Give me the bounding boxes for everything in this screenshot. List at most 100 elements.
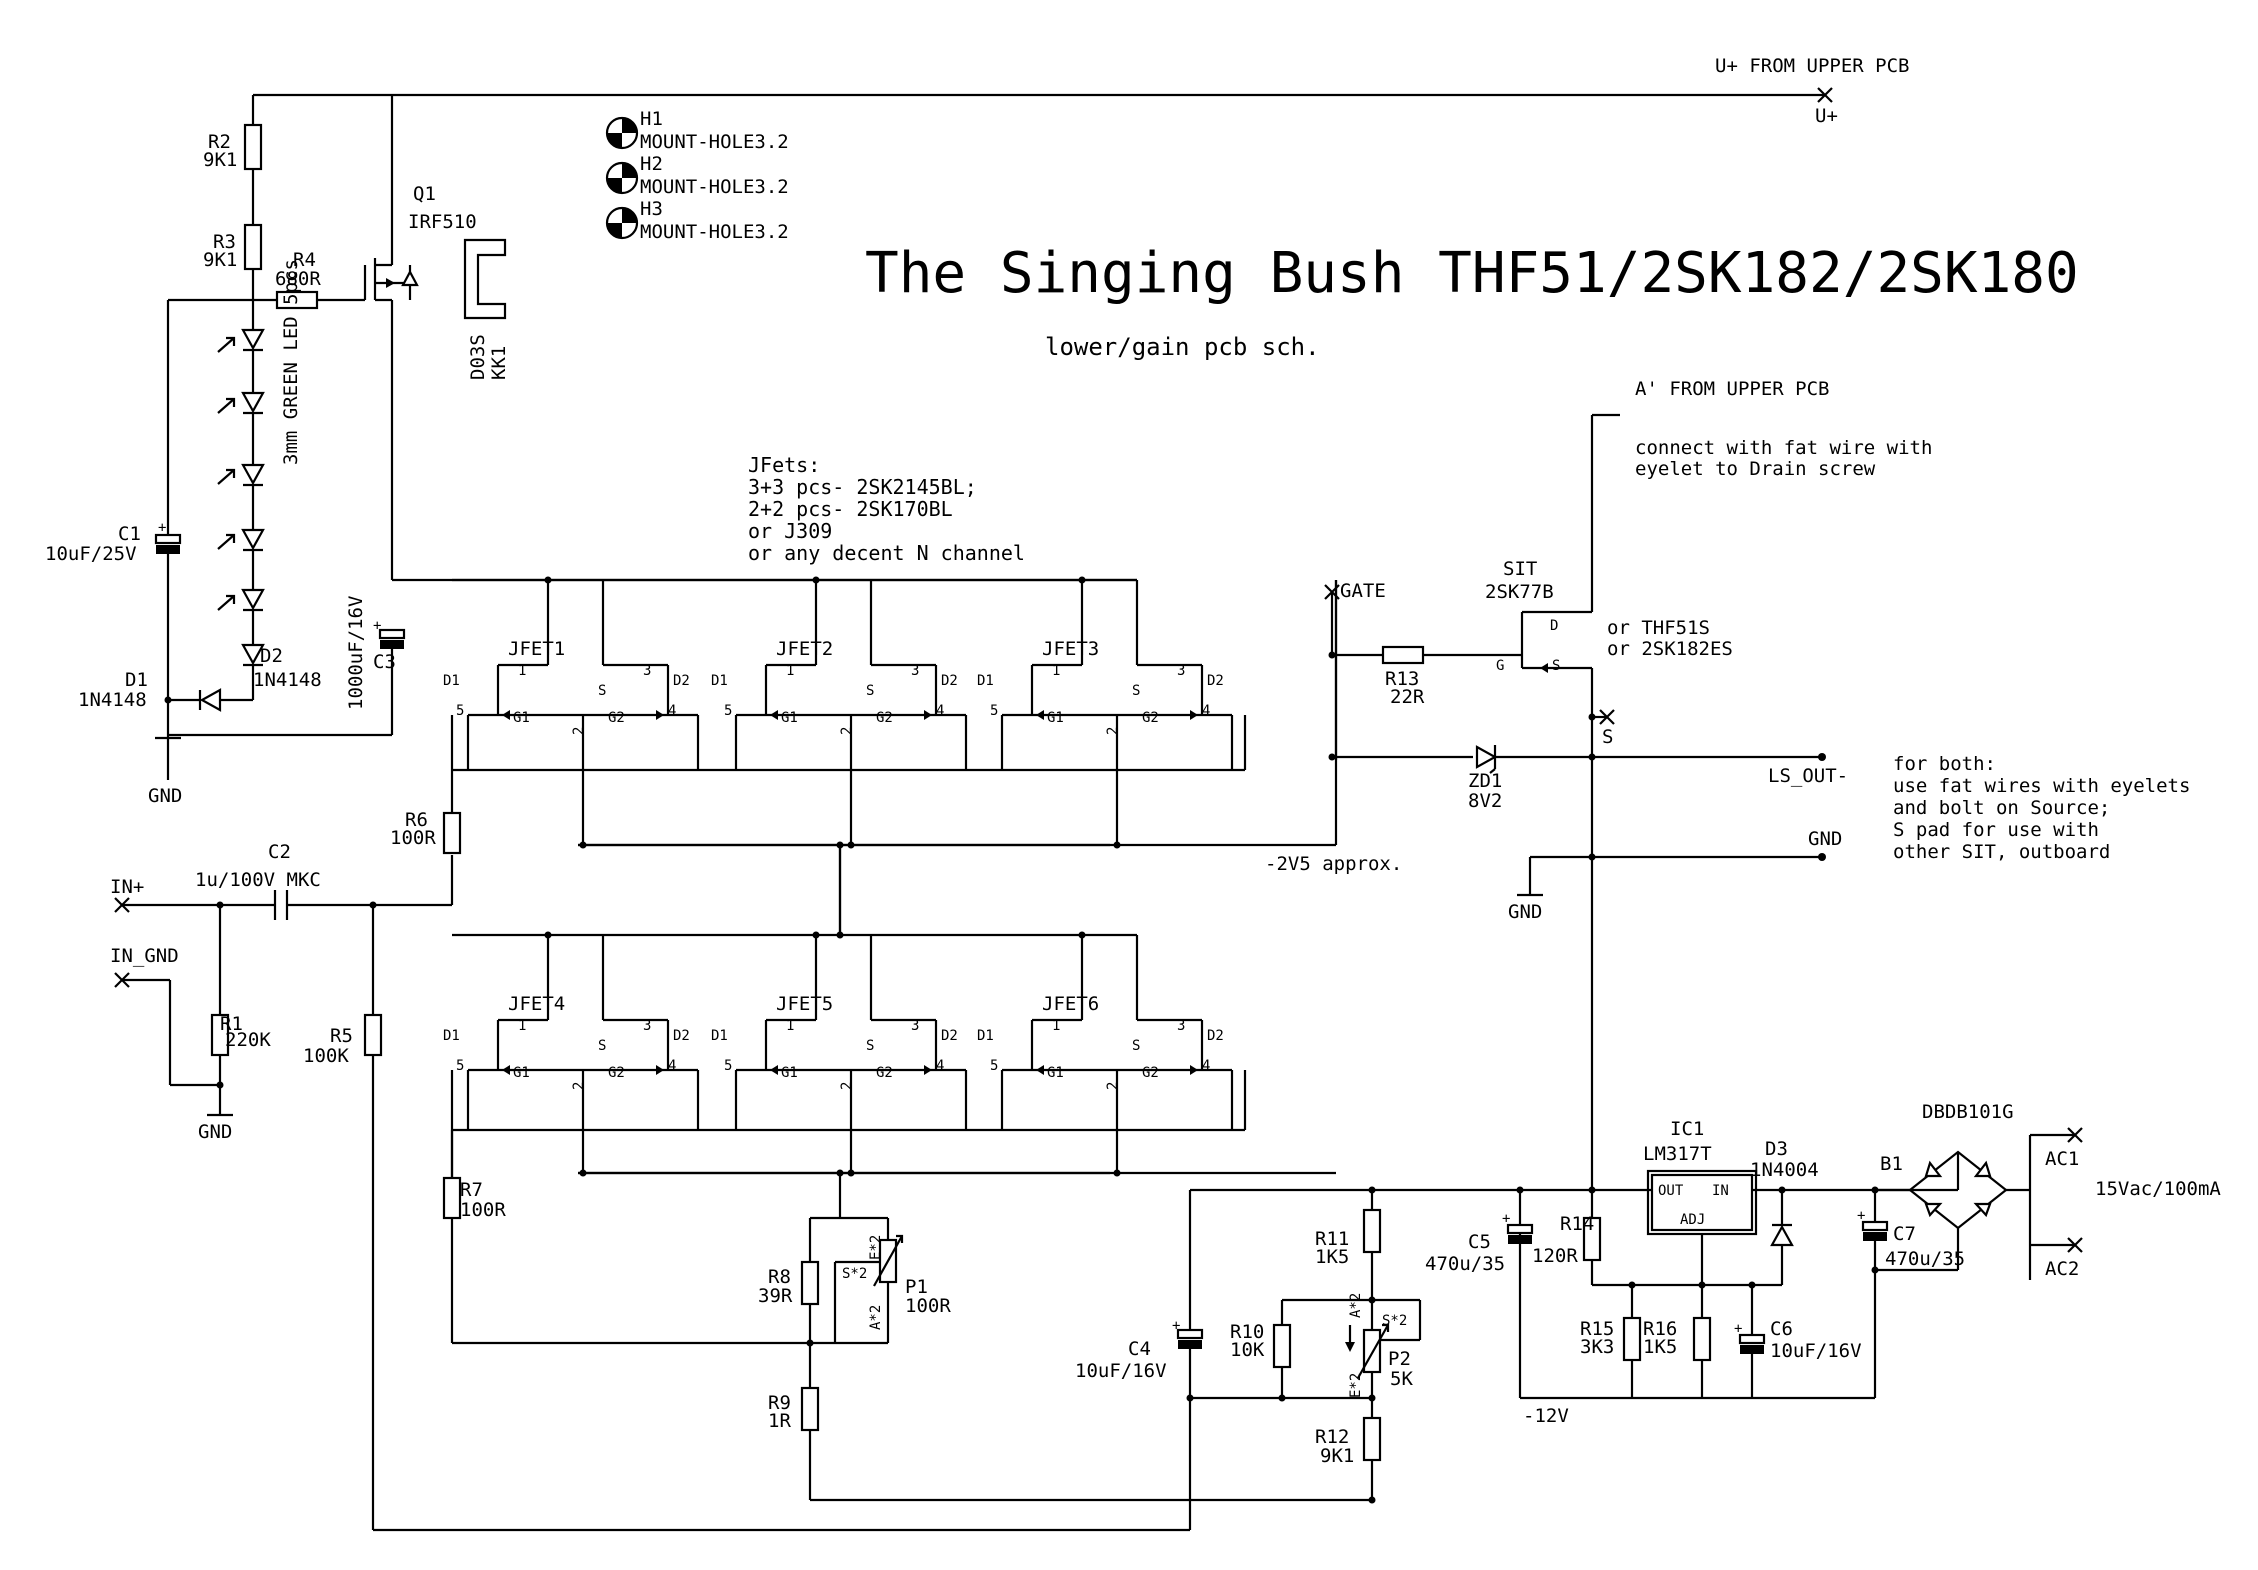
input-stage: IN+ C2 1u/100V MKC IN_GND R1 220K GND R5…: [110, 770, 1190, 1532]
r15-value: 3K3: [1580, 1336, 1614, 1358]
jfet-notes: JFets: 3+3 pcs- 2SK2145BL; 2+2 pcs- 2SK1…: [748, 453, 1025, 565]
zd1-ref: ZD1: [1468, 770, 1502, 792]
ac1-label: AC1: [2045, 1148, 2079, 1170]
c5-value: 470u/35: [1425, 1253, 1505, 1275]
svg-text:S*2: S*2: [1382, 1313, 1407, 1329]
svg-text:A*2: A*2: [868, 1305, 884, 1330]
svg-text:H2: H2: [640, 153, 663, 175]
u-plus-rail: U+ FROM UPPER PCB U+: [253, 55, 1909, 127]
r6-value: 100R: [390, 827, 436, 849]
mount-hole-h2: H2 MOUNT-HOLE3.2: [605, 153, 789, 198]
svg-text:5: 5: [456, 1058, 464, 1074]
svg-text:5: 5: [724, 703, 732, 719]
svg-text:1: 1: [1052, 1018, 1060, 1034]
svg-text:JFets:: JFets:: [748, 453, 820, 477]
kk1-ref: KK1: [488, 346, 510, 380]
b1-value: DBDB101G: [1922, 1101, 2014, 1123]
svg-text:G2: G2: [608, 1065, 625, 1081]
svg-text:S: S: [1132, 1038, 1140, 1054]
r12-value: 9K1: [1320, 1445, 1354, 1467]
r9-value: 1R: [768, 1410, 791, 1432]
r8-ref: R8: [768, 1266, 791, 1288]
svg-text:MOUNT-HOLE3.2: MOUNT-HOLE3.2: [640, 131, 789, 153]
svg-text:G: G: [1496, 658, 1504, 674]
sit-alt-1: or THF51S: [1607, 617, 1710, 639]
r10-value: 10K: [1230, 1339, 1265, 1361]
svg-text:2: 2: [1105, 727, 1121, 735]
p1-value: 100R: [905, 1295, 951, 1317]
p2-ref: P2: [1388, 1348, 1411, 1370]
svg-text:1: 1: [786, 663, 794, 679]
svg-text:G1: G1: [1047, 710, 1064, 726]
r16-ref: R16: [1643, 1318, 1677, 1340]
svg-text:E*2: E*2: [868, 1235, 884, 1260]
d2-value: 1N4148: [253, 669, 322, 691]
svg-text:or J309: or J309: [748, 519, 832, 543]
gnd-label-2: GND: [198, 1121, 232, 1143]
svg-text:D2: D2: [941, 673, 958, 689]
mount-holes: H1 MOUNT-HOLE3.2 H2 MOUNT-HOLE3.2 H3 MOU…: [605, 108, 789, 243]
svg-text:E*2: E*2: [1348, 1373, 1364, 1398]
svg-text:3: 3: [1177, 1018, 1185, 1034]
d1-diode: [199, 688, 222, 712]
r2-value: 9K1: [203, 149, 237, 171]
svg-text:5: 5: [724, 1058, 732, 1074]
mount-hole-h3: H3 MOUNT-HOLE3.2: [605, 198, 789, 243]
r16-value: 1K5: [1643, 1336, 1677, 1358]
minus-12v-label: -12V: [1523, 1405, 1569, 1427]
svg-text:4: 4: [668, 703, 676, 719]
output-stage: GATE R13 22R D G S SIT 2SK77B or THF51S …: [1324, 378, 2190, 1190]
r11-ref: R11: [1315, 1228, 1349, 1250]
c3-value: 1000uF/16V: [345, 596, 367, 710]
svg-text:3: 3: [911, 1018, 919, 1034]
zd1-value: 8V2: [1468, 790, 1502, 812]
for-both-1: for both:: [1893, 753, 1996, 775]
r15-ref: R15: [1580, 1318, 1614, 1340]
svg-text:G1: G1: [513, 710, 530, 726]
r12-ref: R12: [1315, 1426, 1349, 1448]
r10-ref: R10: [1230, 1321, 1264, 1343]
ac2-label: AC2: [2045, 1258, 2079, 1280]
in-plus-label: IN+: [110, 876, 144, 898]
svg-text:G1: G1: [781, 710, 798, 726]
r2-ref: R2: [208, 131, 231, 153]
svg-text:G2: G2: [1142, 710, 1159, 726]
svg-text:4: 4: [936, 703, 944, 719]
b1-bridge: DBDB101G B1 AC1 AC2 15Vac/100mA: [1875, 1101, 2221, 1280]
svg-text:G2: G2: [876, 710, 893, 726]
b1-ref: B1: [1880, 1153, 1903, 1175]
zd1-diode: [1475, 745, 1498, 769]
svg-text:5: 5: [990, 703, 998, 719]
c4-ref: C4: [1128, 1338, 1151, 1360]
r1-ref: R1: [220, 1013, 243, 1035]
r11-value: 1K5: [1315, 1246, 1349, 1268]
r5-ref: R5: [330, 1025, 353, 1047]
svg-text:D: D: [1550, 618, 1558, 634]
svg-text:5: 5: [456, 703, 464, 719]
ic1-regulator: [1650, 1173, 1754, 1232]
svg-text:2: 2: [1105, 1082, 1121, 1090]
svg-text:D2: D2: [1207, 673, 1224, 689]
svg-text:4: 4: [936, 1058, 944, 1074]
svg-text:S: S: [866, 683, 874, 699]
svg-text:2: 2: [839, 1082, 855, 1090]
schematic-subtitle: lower/gain pcb sch.: [1045, 333, 1320, 361]
svg-text:1: 1: [518, 1018, 526, 1034]
jfet-ref: JFET1: [508, 638, 565, 660]
d2-ref: D2: [260, 645, 283, 667]
r1-value: 220K: [225, 1029, 271, 1051]
c5-ref: C5: [1468, 1231, 1491, 1253]
r3-value: 9K1: [203, 249, 237, 271]
c2-ref: C2: [268, 841, 291, 863]
bias-chain: R2 9K1 R3 9K1 R4 680R: [45, 95, 365, 807]
u-plus-from-label: U+ FROM UPPER PCB: [1715, 55, 1909, 77]
r9-ref: R9: [768, 1392, 791, 1414]
svg-text:2: 2: [571, 1082, 587, 1090]
svg-text:2: 2: [571, 727, 587, 735]
for-both-5: other SIT, outboard: [1893, 841, 2110, 863]
r7-value: 100R: [460, 1199, 506, 1221]
c7-value: 470u/35: [1885, 1248, 1965, 1270]
svg-text:+: +: [158, 520, 166, 536]
